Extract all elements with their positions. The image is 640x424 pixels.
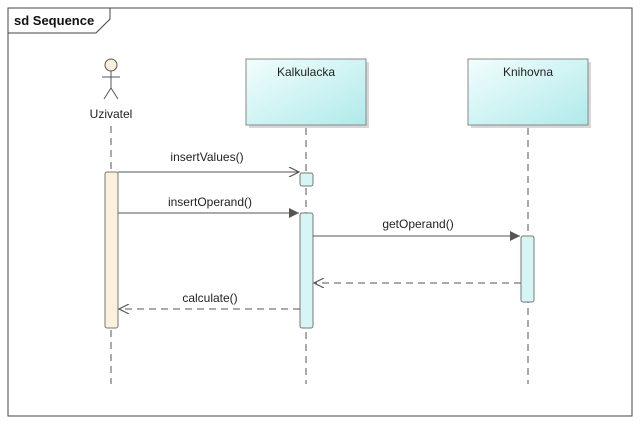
message-label: insertOperand() bbox=[168, 195, 252, 209]
actor-uzivatel[interactable]: Uzivatel bbox=[90, 58, 133, 121]
lifeline-box-kalkulacka[interactable]: Kalkulacka bbox=[245, 58, 369, 128]
message-label: insertValues() bbox=[170, 150, 243, 164]
lifeline-box-knihovna[interactable]: Knihovna bbox=[467, 58, 591, 128]
activation-uzivatel[interactable] bbox=[104, 171, 119, 329]
message-insert-values[interactable]: insertValues() bbox=[118, 150, 299, 172]
frame-title: sd Sequence bbox=[14, 13, 94, 28]
message-label: calculate() bbox=[182, 291, 237, 305]
message-label: getOperand() bbox=[382, 217, 453, 231]
frame-title-tab bbox=[8, 8, 111, 34]
message-get-operand[interactable]: getOperand() bbox=[313, 217, 520, 241]
actor-leg-right bbox=[110, 87, 119, 100]
participant-label-kalkulacka: Kalkulacka bbox=[277, 65, 335, 79]
lifeline-box bbox=[467, 58, 589, 126]
lifeline-box bbox=[245, 58, 367, 126]
actor-leg-left bbox=[103, 87, 112, 100]
message-calculate[interactable]: calculate() bbox=[119, 291, 300, 309]
activation-knihovna[interactable] bbox=[520, 235, 535, 303]
participant-label-knihovna: Knihovna bbox=[503, 65, 553, 79]
participant-label-uzivatel: Uzivatel bbox=[90, 107, 133, 121]
actor-head bbox=[104, 58, 118, 72]
activation-kalkulacka-insert-operand[interactable] bbox=[299, 212, 314, 329]
message-insert-operand[interactable]: insertOperand() bbox=[118, 195, 299, 218]
activation-kalkulacka-insert-values[interactable] bbox=[299, 172, 314, 187]
